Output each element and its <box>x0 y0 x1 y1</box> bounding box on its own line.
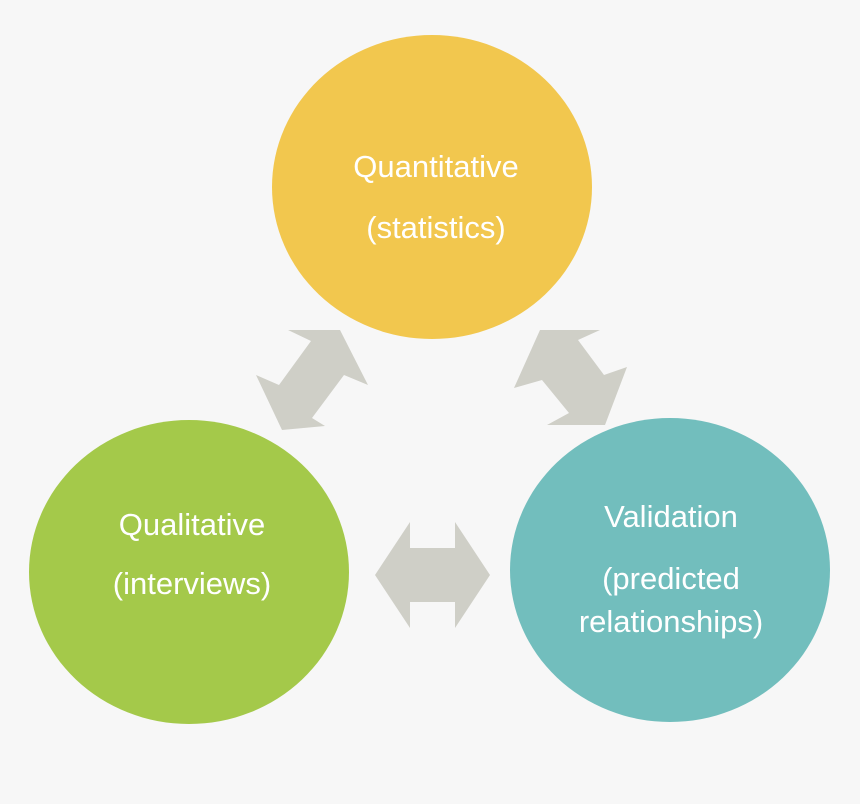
qualitative-subtitle: (interviews) <box>113 566 271 601</box>
qualitative-node: Qualitative (interviews) <box>29 420 349 724</box>
validation-subtitle-line1: (predicted <box>602 561 740 596</box>
double-headed-arrow-icon <box>375 522 490 628</box>
qualitative-title: Qualitative <box>119 507 265 542</box>
quantitative-title: Quantitative <box>353 149 518 184</box>
validation-node: Validation (predicted relationships) <box>510 418 830 722</box>
validation-circle <box>510 418 830 722</box>
quantitative-subtitle: (statistics) <box>366 210 506 245</box>
qualitative-circle <box>29 420 349 724</box>
quantitative-circle <box>272 35 592 339</box>
double-headed-arrow-icon <box>514 330 627 425</box>
validation-title: Validation <box>604 499 738 534</box>
quantitative-node: Quantitative (statistics) <box>272 35 592 339</box>
validation-subtitle-line2: relationships) <box>579 604 763 639</box>
double-headed-arrow-icon <box>256 330 368 430</box>
